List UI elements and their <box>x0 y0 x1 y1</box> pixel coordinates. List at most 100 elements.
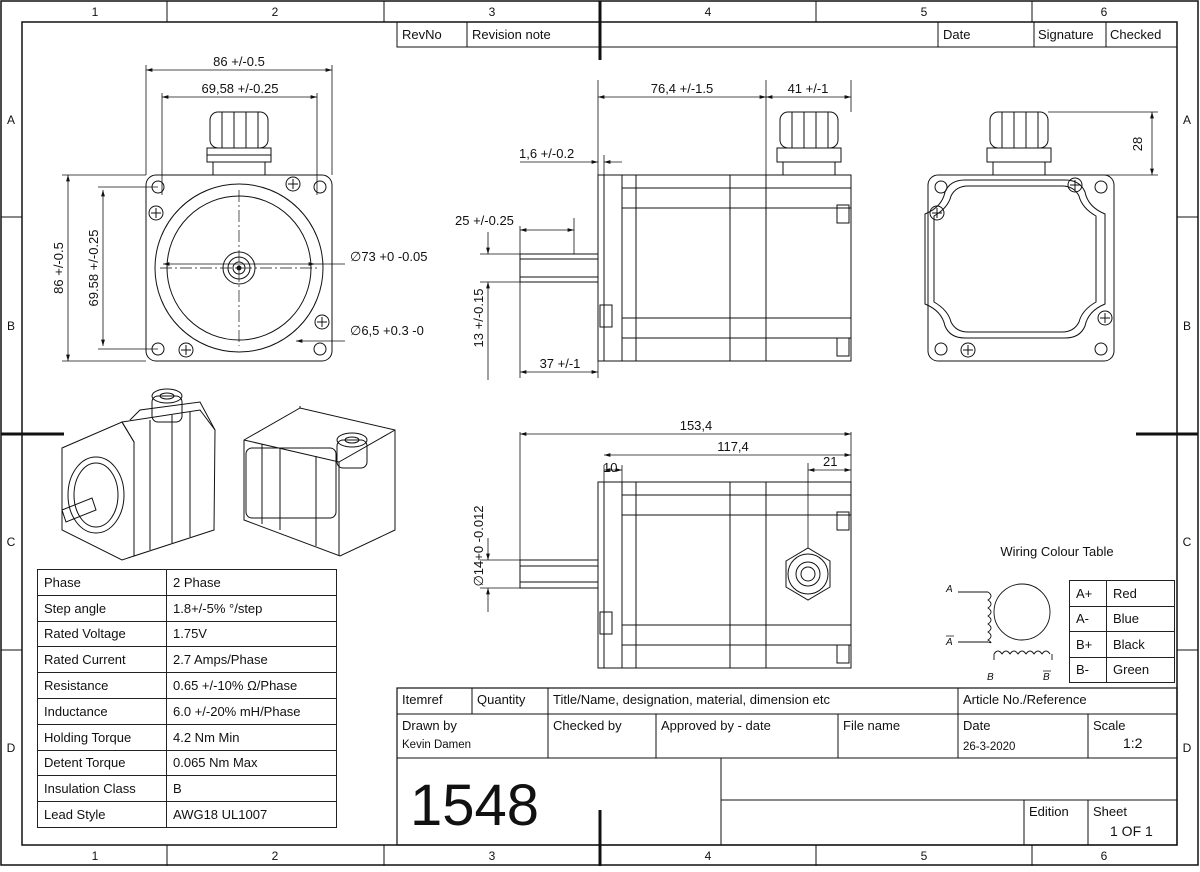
dim-gland-position: 21 <box>823 454 837 469</box>
isometric-view-front <box>61 388 216 561</box>
spec-value: 1.75V <box>166 620 337 648</box>
dim-total-length: 153,4 <box>680 418 713 433</box>
part-number: 1548 <box>410 773 539 838</box>
col-label: 3 <box>489 5 496 19</box>
rear-dimensions <box>1048 111 1158 176</box>
dim-flange-bottom: 10 <box>603 460 617 475</box>
checked-by-label: Checked by <box>553 718 622 733</box>
col-label: 2 <box>272 849 279 863</box>
rev-header-date: Date <box>943 27 970 42</box>
dim-key-length: 25 +/-0.25 <box>455 213 514 228</box>
spec-label: Rated Current <box>37 646 167 674</box>
edition-label: Edition <box>1029 804 1069 819</box>
spec-label: Detent Torque <box>37 749 167 777</box>
dim-body-length-bottom: 117,4 <box>717 439 749 454</box>
row-labels: A B C D A B C D <box>7 113 1192 755</box>
wire-colour: Blue <box>1106 605 1175 632</box>
wiring-row: B-Green <box>1069 656 1175 683</box>
wiring-schematic <box>958 583 1053 660</box>
wire-label: B- <box>1069 656 1107 683</box>
spec-label: Resistance <box>37 672 167 699</box>
wiring-row: B+Black <box>1069 631 1175 658</box>
date-label: Date <box>963 718 990 733</box>
dim-shaft-dia: ∅14+0 -0.012 <box>471 505 486 586</box>
bottom-dim-labels: 153,4 117,4 10 21 ∅14+0 -0.012 <box>471 418 837 587</box>
spec-value: 6.0 +/-20% mH/Phase <box>166 697 337 725</box>
front-dim-labels: 86 +/-0.5 69,58 +/-0.25 86 +/-0.5 69.58 … <box>51 54 427 338</box>
spec-label: Holding Torque <box>37 723 167 751</box>
article-header: Article No./Reference <box>963 692 1087 707</box>
title-header: Title/Name, designation, material, dimen… <box>553 692 830 707</box>
spec-label: Step angle <box>37 594 167 622</box>
row-label: D <box>1183 741 1192 755</box>
side-dim-labels: 76,4 +/-1.5 41 +/-1 1,6 +/-0.2 25 +/-0.2… <box>455 81 828 371</box>
side-view <box>519 111 852 362</box>
wire-colour: Black <box>1106 631 1175 658</box>
column-labels-bottom: 1 2 3 4 5 6 <box>92 849 1108 863</box>
itemref-label: Itemref <box>402 692 443 707</box>
row-label: A <box>7 113 15 127</box>
schematic-label-a-bar: A <box>945 637 953 648</box>
row-label: C <box>1183 535 1192 549</box>
col-label: 2 <box>272 5 279 19</box>
approved-label: Approved by - date <box>661 718 771 733</box>
spec-label: Lead Style <box>37 801 167 828</box>
spec-label: Phase <box>37 569 167 596</box>
drawn-by-label: Drawn by <box>402 718 457 733</box>
dim-height-outer: 86 +/-0.5 <box>51 242 66 294</box>
file-name-label: File name <box>843 718 900 733</box>
wire-label: B+ <box>1069 631 1107 658</box>
date-value: 26-3-2020 <box>963 741 1015 753</box>
bottom-view <box>519 481 852 669</box>
drawn-by-value: Kevin Damen <box>402 739 471 751</box>
cable-gland <box>785 547 831 601</box>
sheet-value: 1 OF 1 <box>1110 823 1153 839</box>
wire-label: A- <box>1069 605 1107 632</box>
spec-value: AWG18 UL1007 <box>166 801 337 828</box>
col-label: 6 <box>1101 5 1108 19</box>
row-label: D <box>7 741 16 755</box>
dim-key-height: 13 +/-0.15 <box>471 289 486 348</box>
title-block-text: Itemref Quantity Title/Name, designation… <box>402 692 1153 839</box>
wire-colour: Red <box>1106 580 1175 607</box>
front-view <box>145 111 333 362</box>
col-label: 5 <box>921 849 928 863</box>
dim-gland-width: 41 +/-1 <box>788 81 829 96</box>
col-label: 3 <box>489 849 496 863</box>
revision-table <box>396 21 1178 48</box>
col-label: 1 <box>92 5 99 19</box>
dim-hole-dia: ∅6,5 +0.3 -0 <box>350 323 424 338</box>
col-label: 5 <box>921 5 928 19</box>
spec-value: 0.065 Nm Max <box>166 749 337 777</box>
spec-value: 2 Phase <box>166 569 337 596</box>
title-block-lines <box>396 687 1178 846</box>
cable-gland <box>776 111 842 176</box>
scale-label: Scale <box>1093 718 1126 733</box>
row-label: B <box>1183 319 1191 333</box>
schematic-label-b: B <box>987 672 994 683</box>
spec-label: Inductance <box>37 697 167 725</box>
dim-gland-height: 28 <box>1130 137 1145 151</box>
spec-label: Rated Voltage <box>37 620 167 648</box>
row-label: B <box>7 319 15 333</box>
column-labels-top: 1 2 3 4 5 6 <box>92 5 1108 19</box>
isometric-view-rear <box>243 406 396 557</box>
row-label: A <box>1183 113 1191 127</box>
col-label: 4 <box>705 849 712 863</box>
rev-header-checked: Checked <box>1110 27 1161 42</box>
col-label: 6 <box>1101 849 1108 863</box>
spec-value: 4.2 Nm Min <box>166 723 337 751</box>
screw-icon <box>148 176 330 358</box>
schematic-label-b-bar: B <box>1043 672 1050 683</box>
row-label: C <box>7 535 16 549</box>
rear-view <box>924 111 1115 362</box>
